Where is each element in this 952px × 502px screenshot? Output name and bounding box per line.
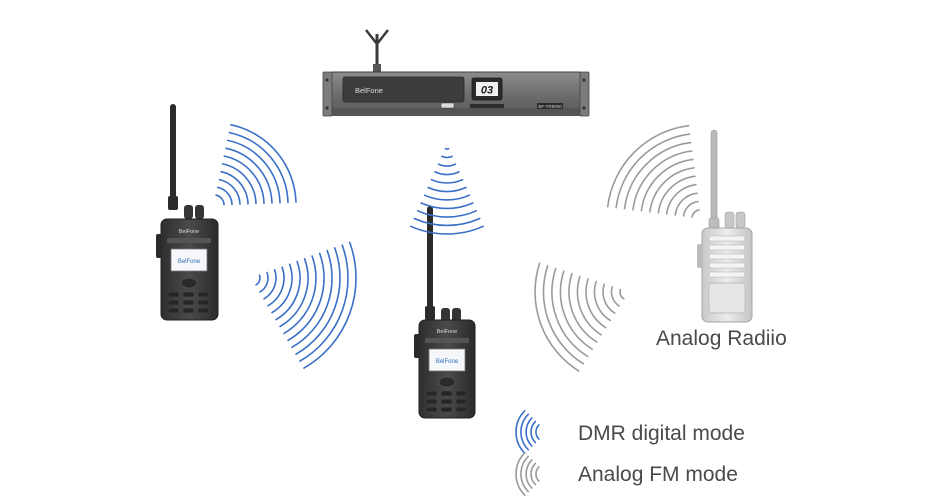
wave-arc xyxy=(602,283,616,314)
wave-arc xyxy=(559,270,593,350)
wave-arc xyxy=(303,241,357,369)
wave-arc xyxy=(610,286,621,307)
wave-arc xyxy=(515,452,526,496)
wave-arc xyxy=(623,141,692,210)
wave-arc xyxy=(525,417,533,447)
wave-arc xyxy=(221,163,257,205)
wave-arc xyxy=(283,255,317,335)
wave-arc xyxy=(291,249,333,349)
dmr-wave-icon xyxy=(515,410,540,454)
wave-arc xyxy=(691,209,700,218)
radio-left-brand: BelFone xyxy=(179,229,200,235)
wave-arc xyxy=(585,278,607,329)
wave-arc xyxy=(535,424,540,440)
radio-center-screen-brand: BelFone xyxy=(436,359,459,365)
wave-arc xyxy=(279,258,309,328)
digital-radio-left: BelFone BelFone xyxy=(156,104,219,321)
repeater-antenna xyxy=(365,29,389,73)
wave-arc xyxy=(657,175,696,214)
dmr-waves-left-up xyxy=(215,124,297,206)
wave-arc xyxy=(295,247,341,355)
wave-arc xyxy=(640,158,694,212)
wave-arc xyxy=(215,194,225,206)
wave-arc xyxy=(535,466,540,482)
wave-arc xyxy=(226,139,281,204)
radio-center-brand: BelFone xyxy=(437,329,458,335)
wave-arc xyxy=(420,202,474,210)
wave-arc xyxy=(267,266,285,307)
wave-arc xyxy=(259,271,269,293)
wave-arc xyxy=(530,462,537,486)
wave-arc xyxy=(416,210,478,218)
radio-left-screen-brand: BelFone xyxy=(178,259,201,265)
wave-arc xyxy=(665,183,697,215)
wave-arc xyxy=(568,273,598,343)
repeater-brand: BelFone xyxy=(355,86,383,95)
wave-arc xyxy=(430,178,464,184)
analog-radio-label: Analog Radiio xyxy=(656,327,787,350)
wave-arc xyxy=(576,275,602,336)
wave-arc xyxy=(615,133,691,209)
wave-arc xyxy=(271,263,293,314)
dmr-waves-center xyxy=(410,147,484,235)
wave-arc xyxy=(423,194,471,201)
wave-arc xyxy=(228,131,289,204)
analog-radio xyxy=(697,129,753,323)
wave-arc xyxy=(525,459,533,489)
wave-arc xyxy=(216,186,233,206)
wave-arc xyxy=(515,410,526,454)
usb-port-icon xyxy=(440,102,455,109)
fm-legend-arcs xyxy=(515,452,540,496)
repeater: BelFone 03 BF-TR8000 xyxy=(322,29,590,117)
wave-arc xyxy=(551,267,589,358)
fm-waves-center-analog xyxy=(534,262,625,372)
wave-arc xyxy=(649,167,695,213)
digital-radio-center: BelFone BelFone xyxy=(414,206,476,419)
wave-arc xyxy=(413,217,481,227)
wave-arc xyxy=(220,170,249,205)
wave-arc xyxy=(427,186,467,193)
wave-arc xyxy=(434,171,460,176)
signal-waves xyxy=(215,124,700,372)
wave-arc xyxy=(263,269,277,300)
wave-arc xyxy=(606,124,690,208)
wave-arc xyxy=(593,280,611,322)
wave-arc xyxy=(674,192,698,216)
legend-dmr-label: DMR digital mode xyxy=(578,422,745,445)
wave-arc xyxy=(520,413,530,451)
dmr-legend-arcs xyxy=(515,410,540,454)
wave-arc xyxy=(542,265,584,365)
wave-arc xyxy=(225,147,273,204)
wave-arc xyxy=(437,163,457,167)
wave-arc xyxy=(287,252,325,342)
wave-arc xyxy=(275,260,301,321)
repeater-model: BF-TR8000 xyxy=(538,104,562,109)
fm-waves-analog-repeater xyxy=(606,124,700,218)
wave-arc xyxy=(632,150,693,211)
dmr-waves-left-center xyxy=(255,241,357,369)
wave-arc xyxy=(682,200,699,217)
wave-arc xyxy=(223,155,265,205)
fm-wave-icon xyxy=(515,452,540,496)
wave-arc xyxy=(530,420,537,444)
wave-arc xyxy=(619,288,625,300)
legend-fm-label: Analog FM mode xyxy=(578,463,738,486)
wave-arc xyxy=(410,225,484,235)
wave-arc xyxy=(520,455,530,493)
wave-arc xyxy=(230,124,297,203)
wave-arc xyxy=(218,178,241,205)
wave-arc xyxy=(255,274,261,286)
wave-arc xyxy=(534,262,580,372)
wave-arc xyxy=(441,155,453,159)
wave-arc xyxy=(299,244,349,362)
channel-display: 03 xyxy=(481,85,493,97)
